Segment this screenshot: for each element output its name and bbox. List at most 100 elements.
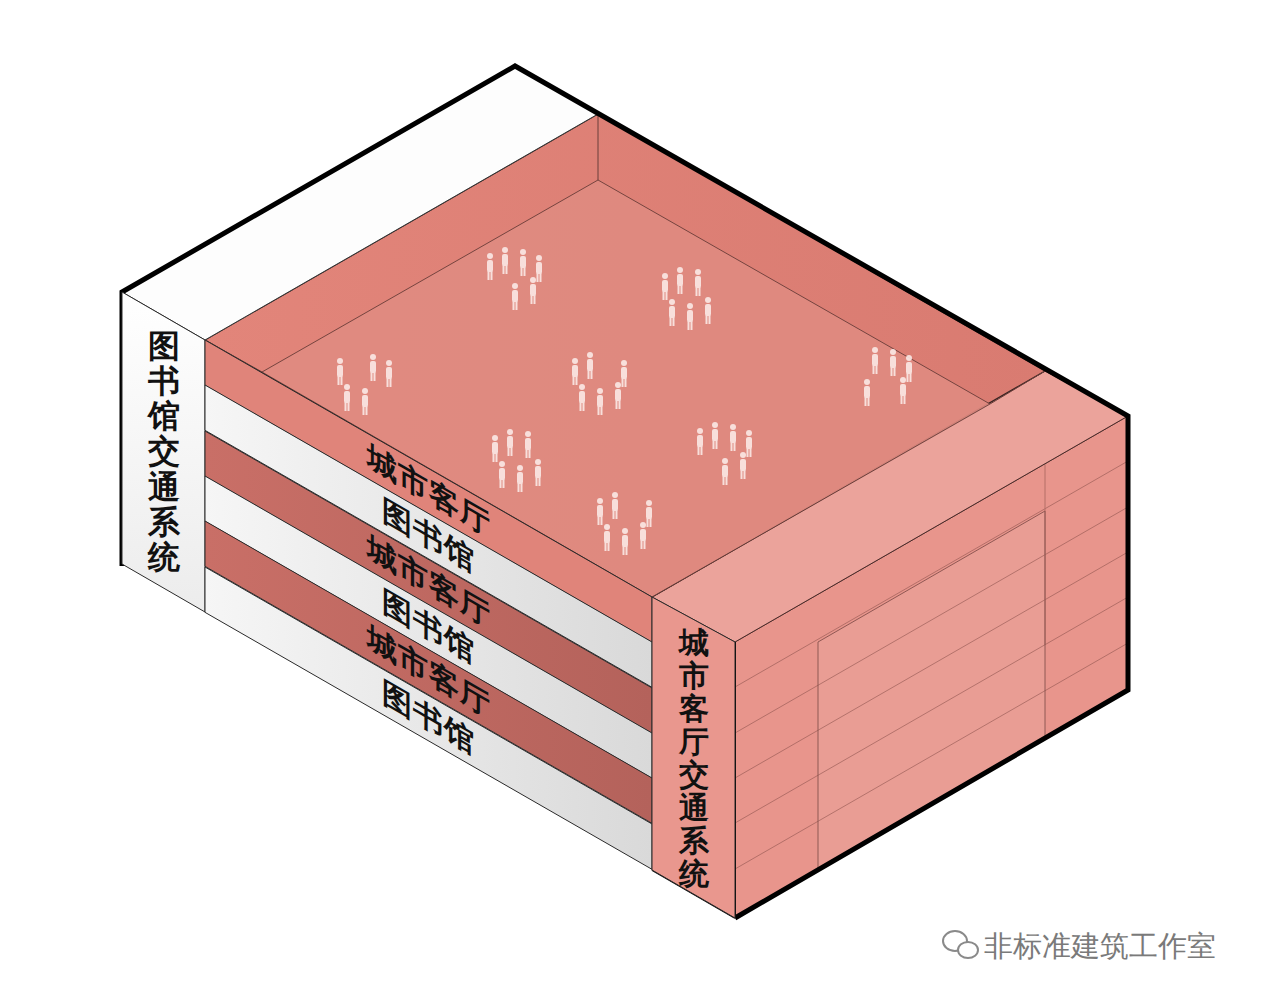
edge-line [598,114,599,180]
person-figure [525,431,531,458]
person-body [604,531,610,543]
person-figure [344,384,350,411]
person-leg [605,542,607,551]
person-figure [370,354,376,381]
person-leg [750,448,752,457]
person-figure [722,458,728,485]
person-leg [488,271,490,280]
person-leg [390,378,392,387]
person-leg [374,372,376,381]
person-leg [901,395,903,404]
person-leg [688,321,690,330]
person-figure [712,422,718,449]
person-leg [503,479,505,488]
person-leg [363,406,365,415]
person-leg [540,273,542,282]
person-body [344,391,350,403]
person-body [512,290,518,302]
person-leg [539,477,541,486]
person-leg [650,518,652,527]
person-body [646,507,652,519]
person-head [746,430,752,436]
person-leg [666,291,668,300]
person-leg [699,287,701,296]
person-head [615,382,621,388]
person-head [525,431,531,437]
band-face [652,597,735,918]
person-body [612,499,618,511]
person-leg [681,285,683,294]
person-leg [518,483,520,492]
person-leg [904,395,906,404]
person-leg [588,370,590,379]
person-head [487,253,493,259]
person-body [386,367,392,379]
person-leg [500,479,502,488]
person-head [612,492,618,498]
person-head [530,277,536,283]
person-leg [678,285,680,294]
person-figure [536,255,542,282]
person-leg [691,321,693,330]
person-figure [890,349,896,376]
person-head [520,249,526,255]
person-head [705,297,711,303]
person-head [662,273,668,279]
person-figure [517,465,523,492]
wechat-icon [943,931,978,958]
person-figure [530,277,536,304]
person-head [712,422,718,428]
person-head [604,524,610,530]
person-leg [591,370,593,379]
person-leg [622,378,624,387]
person-body [370,361,376,373]
person-leg [647,518,649,527]
person-figure [520,249,526,276]
person-body [906,362,912,374]
person-leg [348,402,350,411]
person-head [906,355,912,361]
person-head [872,347,878,353]
person-body [712,429,718,441]
person-head [499,461,505,467]
person-figure [687,303,693,330]
person-leg [865,397,867,406]
person-leg [387,378,389,387]
watermark: 非标准建筑工作室 [984,927,1216,967]
band-face [205,567,652,869]
person-head [587,352,593,358]
person-body [507,436,513,448]
person-figure [622,528,628,555]
person-body [579,391,585,403]
person-figure [535,459,541,486]
floor-line [735,597,1128,823]
person-leg [747,448,749,457]
band-face [122,292,205,612]
person-leg [641,540,643,549]
person-leg [616,510,618,519]
person-figure [677,267,683,294]
person-head [492,435,498,441]
person-head [597,388,603,394]
band-top [122,66,598,340]
person-leg [698,446,700,455]
person-leg [511,447,513,456]
person-leg [534,295,536,304]
person-figure [386,360,392,387]
person-leg [493,453,495,462]
person-head [337,358,343,364]
person-head [507,429,513,435]
person-leg [623,546,625,555]
person-leg [873,365,875,374]
person-figure [900,377,906,404]
person-figure [615,382,621,409]
person-figure [697,428,703,455]
person-leg [744,470,746,479]
person-figure [572,358,578,385]
person-head [900,377,906,383]
person-body [705,304,711,316]
person-head [730,424,736,430]
person-body [502,254,508,266]
person-head [740,452,746,458]
person-head [344,384,350,390]
